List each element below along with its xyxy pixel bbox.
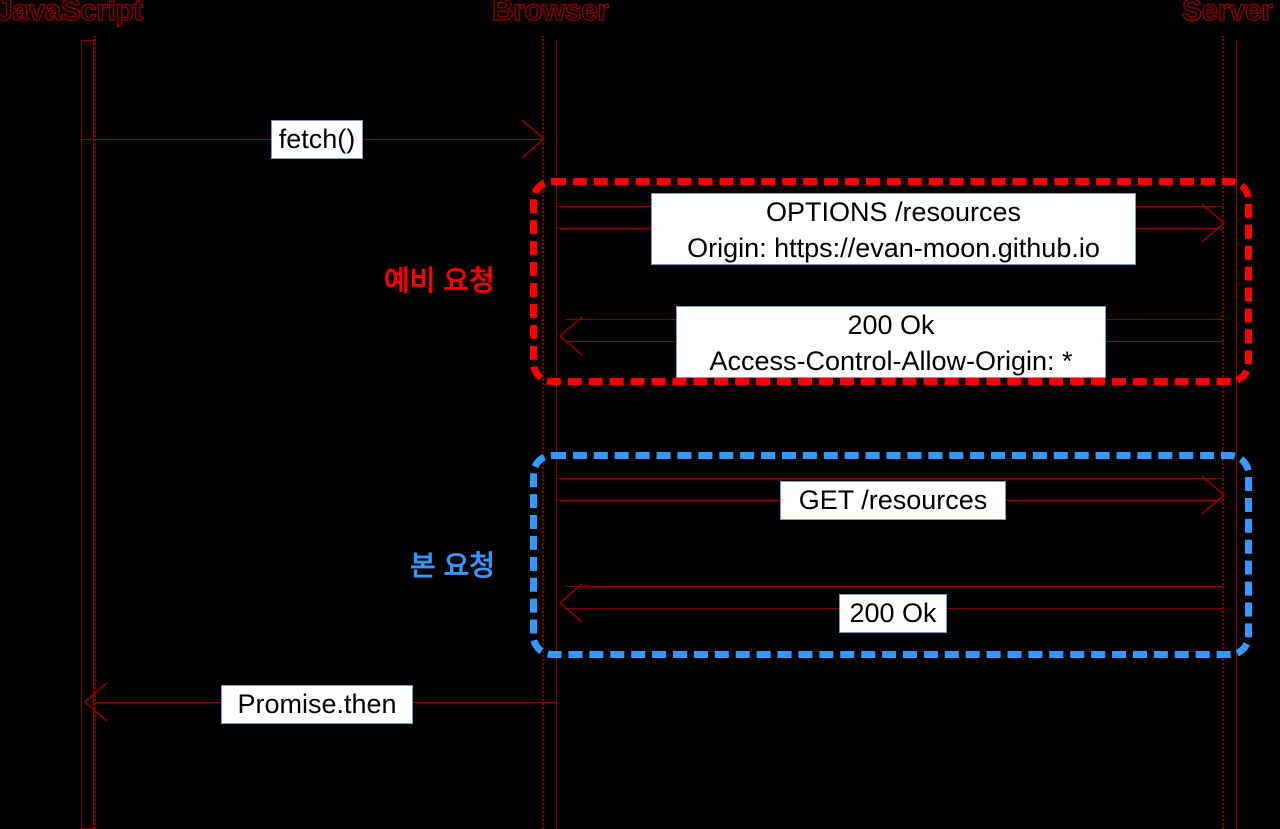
group-label-actual-request: 본 요청 [410, 550, 496, 581]
message-line-get-resources [557, 478, 1223, 479]
lifeline-browser [542, 36, 544, 829]
message-label-fetch-call: fetch() [271, 120, 363, 159]
arrow-head-fetch-call [521, 119, 546, 159]
participant-label-server: Server [1181, 0, 1273, 28]
activation-bar-browser [556, 40, 557, 829]
message-label-promise-then: Promise.then [221, 685, 413, 724]
arrow-head-options-preflight [1201, 203, 1226, 243]
group-box-actual-request [530, 452, 1252, 658]
message-label-options-preflight: OPTIONS /resources Origin: https://evan-… [651, 193, 1136, 265]
arrow-head-get-response [558, 583, 583, 623]
message-label-preflight-response: 200 Ok Access-Control-Allow-Origin: * [676, 306, 1106, 378]
message-label-get-response: 200 Ok [839, 594, 947, 633]
group-box-preflight [530, 178, 1252, 385]
lifeline-server [1222, 36, 1224, 829]
participant-label-javascript: JavaScript [0, 0, 144, 28]
participant-label-browser: Browser [491, 0, 609, 28]
arrow-head-get-resources [1201, 475, 1226, 515]
arrow-head-promise-then [83, 682, 108, 722]
group-label-preflight: 예비 요청 [384, 265, 495, 296]
arrow-head-preflight-response [558, 316, 583, 356]
message-label-get-resources: GET /resources [780, 481, 1006, 520]
activation-bar-server [1236, 40, 1237, 829]
lifeline-javascript [94, 36, 96, 829]
message-line-get-response [566, 586, 1223, 587]
